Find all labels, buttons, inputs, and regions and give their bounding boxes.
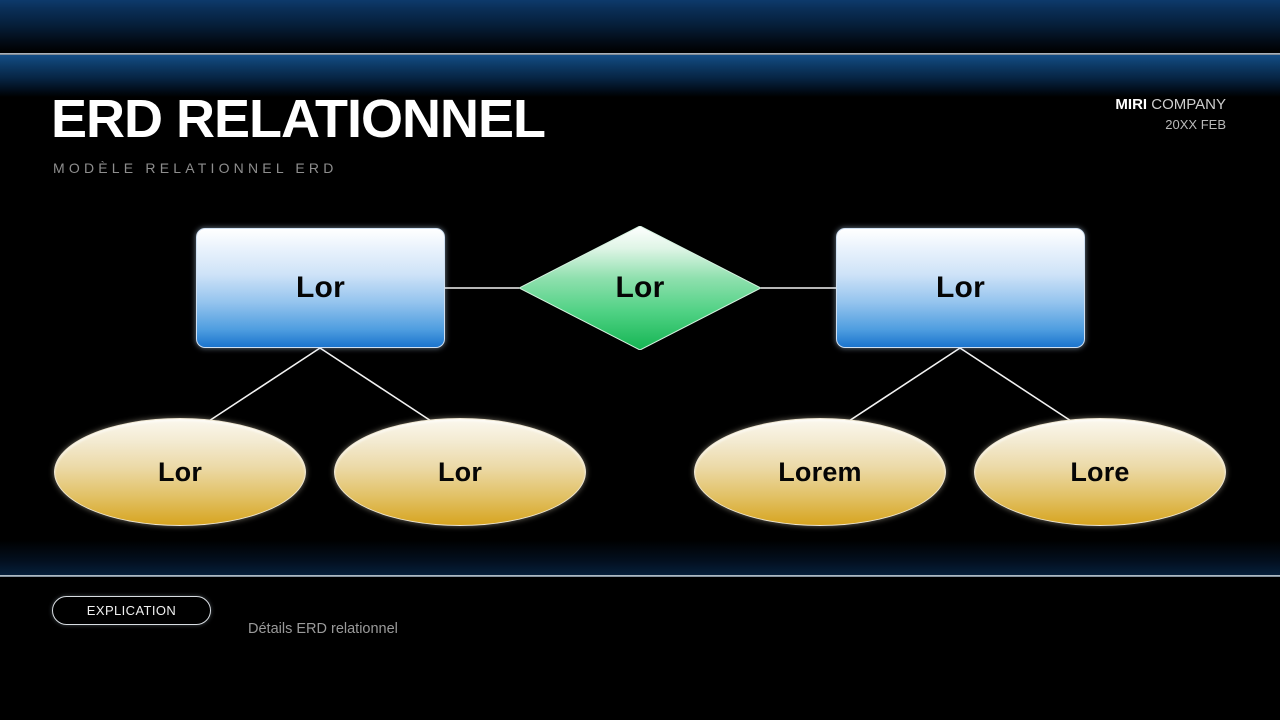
- explication-button-label: EXPLICATION: [86, 603, 177, 618]
- entity-node-label: Lor: [936, 271, 985, 304]
- top-band-upper: [0, 0, 1280, 53]
- top-band-lower: [0, 55, 1280, 97]
- page-subtitle: MODÈLE RELATIONNEL ERD: [53, 160, 338, 176]
- attribute-node[interactable]: Lor: [334, 418, 586, 526]
- brand-name: MIRI: [1115, 96, 1148, 113]
- attribute-node[interactable]: Lor: [54, 418, 306, 526]
- attribute-node[interactable]: Lore: [974, 418, 1226, 526]
- relationship-diamond-shape: [519, 226, 761, 350]
- explication-button[interactable]: EXPLICATION: [52, 596, 211, 625]
- top-divider-line: [0, 53, 1280, 55]
- entity-node[interactable]: Lor: [836, 228, 1085, 348]
- bottom-band-fade: [0, 540, 1280, 576]
- attribute-node-label: Lore: [1070, 456, 1130, 487]
- attribute-node[interactable]: Lorem: [694, 418, 946, 526]
- brand-date: 20XX FEB: [1165, 116, 1226, 132]
- attribute-node-label: Lor: [157, 456, 203, 487]
- entity-node[interactable]: Lor: [196, 228, 445, 348]
- brand-block: MIRI COMPANY 20XX FEB: [1115, 94, 1226, 135]
- relationship-node-label: Lor: [615, 271, 665, 304]
- brand-suffix: COMPANY: [1147, 96, 1226, 113]
- attribute-node-label: Lor: [437, 456, 483, 487]
- relationship-node[interactable]: Lor: [519, 226, 761, 350]
- explication-detail-text: Détails ERD relationnel: [248, 621, 398, 637]
- entity-node-label: Lor: [296, 271, 345, 304]
- attribute-node-label: Lorem: [778, 456, 862, 487]
- bottom-divider-line: [0, 575, 1280, 577]
- page-title: ERD RELATIONNEL: [51, 89, 546, 149]
